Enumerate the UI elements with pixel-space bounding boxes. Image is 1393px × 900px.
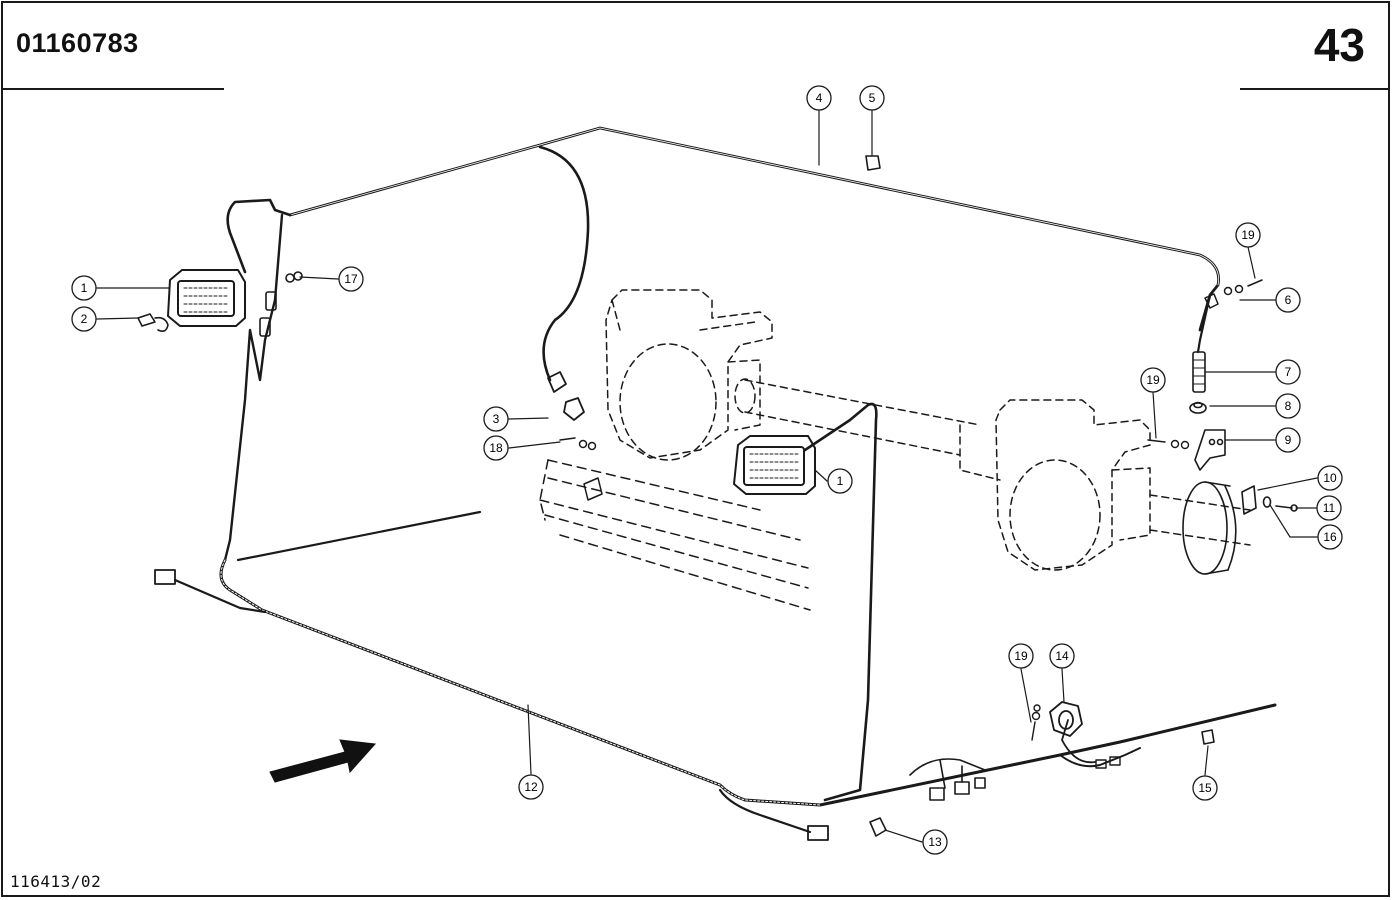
callout-label: 15 <box>1198 781 1212 795</box>
callout: 10 <box>1317 465 1343 491</box>
header-rule-right <box>1240 88 1390 90</box>
screw-set-mid <box>1147 439 1190 450</box>
harness-switch-branch <box>1059 747 1141 768</box>
harness-upper <box>288 126 1220 332</box>
plug-left <box>154 569 176 585</box>
cable-clip <box>865 155 881 171</box>
harness-left-vertical <box>223 213 284 562</box>
harness-sensor-branch <box>538 145 590 382</box>
callout-group: 1 2 17 4 5 3 18 1 19 6 7 19 8 9 10 11 16… <box>71 85 1343 855</box>
callout: 6 <box>1275 287 1301 313</box>
callout: 11 <box>1316 495 1342 521</box>
harness-right-drop <box>1196 293 1212 354</box>
callout-label: 4 <box>816 91 823 105</box>
switch-lead <box>1061 719 1096 764</box>
proximity-sensor <box>1192 351 1206 393</box>
callout-label: 6 <box>1285 293 1292 307</box>
junction-plugs <box>909 758 986 801</box>
header-rule-left <box>2 88 224 90</box>
harness-plug-bottom <box>718 788 812 834</box>
callout-label: 14 <box>1055 649 1069 663</box>
harness-lamp-left-loop <box>226 198 292 274</box>
phantom-gearbox-left <box>605 289 773 461</box>
callout: 3 <box>483 406 509 432</box>
flange-drum <box>1182 481 1237 575</box>
inline-plug-b <box>1109 756 1121 766</box>
bracket <box>1194 429 1226 471</box>
callout-label: 5 <box>869 91 876 105</box>
callout-label: 18 <box>489 441 503 455</box>
callout: 19 <box>1140 367 1166 393</box>
callout: 12 <box>518 774 544 800</box>
inline-plug-a <box>1095 759 1107 769</box>
harness-lower <box>219 558 1277 807</box>
page-number: 43 <box>1313 19 1365 71</box>
callout: 9 <box>1275 427 1301 453</box>
harness-lower-texture <box>220 559 821 806</box>
callout: 1 <box>71 275 97 301</box>
fuse-holder <box>259 271 303 337</box>
callout-label: 7 <box>1285 365 1292 379</box>
callout: 5 <box>859 85 885 111</box>
harness-lamp-centre <box>803 402 878 802</box>
callout: 14 <box>1049 643 1075 669</box>
callout-label: 1 <box>837 474 844 488</box>
harness-floor-link <box>236 510 482 562</box>
callout-label: 16 <box>1323 530 1337 544</box>
callout-label: 10 <box>1323 471 1337 485</box>
callout-label: 19 <box>1146 373 1160 387</box>
callout-label: 12 <box>524 780 538 794</box>
callout-label: 11 <box>1323 501 1336 515</box>
callout-label: 3 <box>493 412 500 426</box>
drawing-reference: 116413/02 <box>10 872 102 891</box>
phantom-rail <box>539 459 811 611</box>
harness-plug-left <box>173 578 267 614</box>
switch <box>1049 701 1083 737</box>
callout: 2 <box>71 306 97 332</box>
rail-bracket <box>583 477 603 501</box>
callout: 17 <box>338 266 364 292</box>
plug-bottom <box>807 825 829 841</box>
callout: 13 <box>922 829 948 855</box>
screw-washer <box>559 437 597 451</box>
bulb <box>137 313 169 332</box>
callout: 8 <box>1275 393 1301 419</box>
work-lamp-left <box>167 269 246 327</box>
phantom-shaft <box>734 378 981 456</box>
callout: 16 <box>1317 524 1343 550</box>
connector-set <box>1204 279 1263 309</box>
callout-label: 13 <box>928 835 942 849</box>
callout-label: 8 <box>1285 399 1292 413</box>
callout-label: 17 <box>344 272 358 286</box>
callout: 18 <box>483 435 509 461</box>
callout-label: 19 <box>1241 228 1255 242</box>
callout: 15 <box>1192 775 1218 801</box>
leader-lines <box>96 110 1318 843</box>
sensor <box>547 371 585 421</box>
harness-upper-core <box>289 127 1219 286</box>
nut <box>1189 401 1207 414</box>
callout: 19 <box>1235 222 1261 248</box>
callout-label: 1 <box>81 281 88 295</box>
callout: 7 <box>1275 359 1301 385</box>
work-lamp-centre <box>733 435 816 495</box>
callout-label: 19 <box>1014 649 1028 663</box>
callout-label: 2 <box>81 312 88 326</box>
callout: 1 <box>827 468 853 494</box>
callout: 4 <box>806 85 832 111</box>
arrow-icon <box>269 739 377 783</box>
callout: 19 <box>1008 643 1034 669</box>
part-number: 01160783 <box>16 28 139 58</box>
screw-set-bottom <box>1031 704 1041 741</box>
callout-label: 9 <box>1285 433 1292 447</box>
phantom-gearbox-right <box>959 399 1251 571</box>
